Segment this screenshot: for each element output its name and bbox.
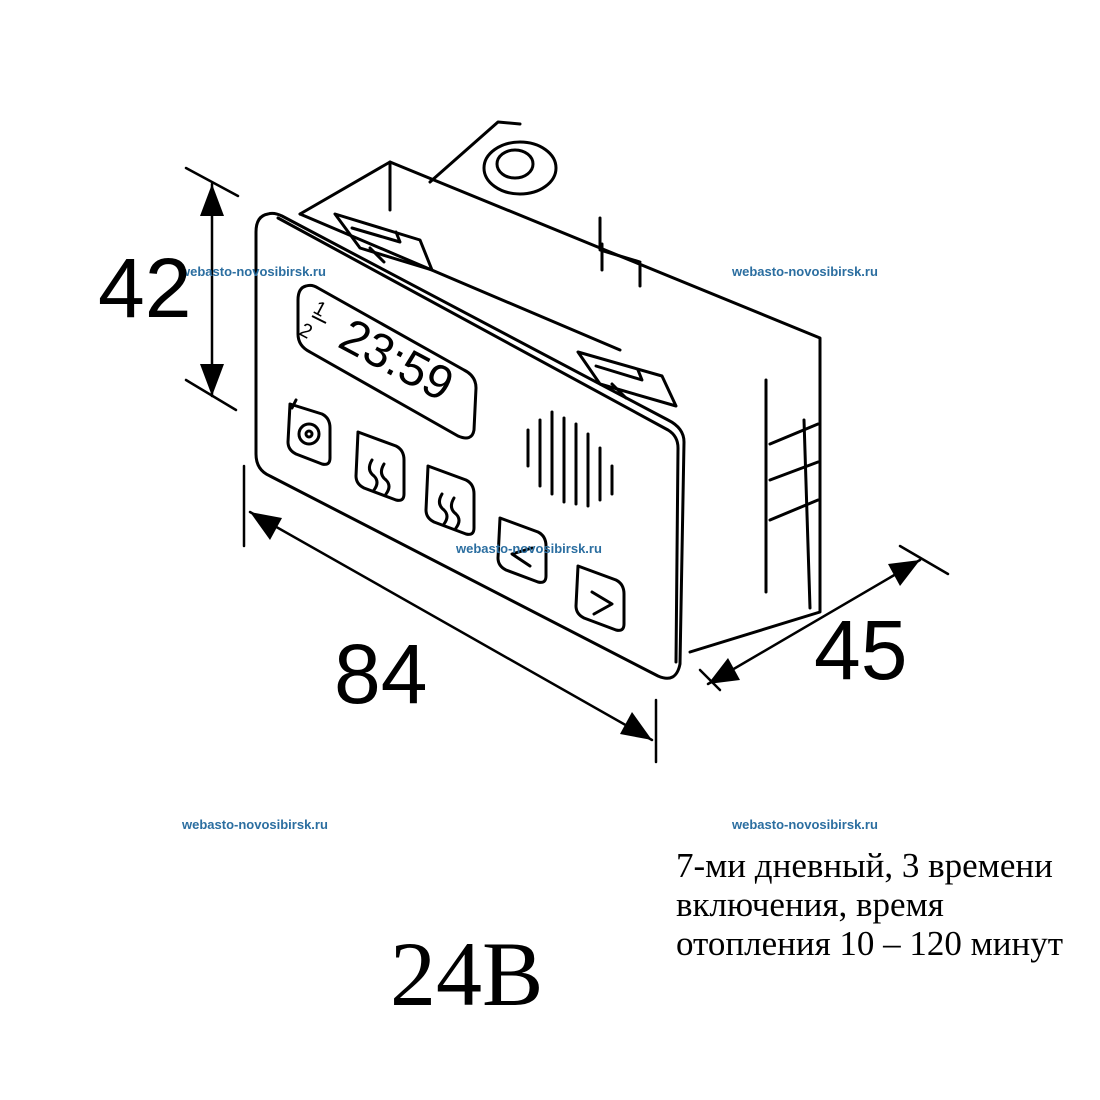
voltage-label: 24В: [390, 923, 544, 1025]
arrow-height-bottom-icon: [200, 364, 224, 396]
watermark: webasto-novosibirsk.ru: [180, 264, 326, 279]
watermark: webasto-novosibirsk.ru: [732, 817, 878, 832]
heat-2-button-icon[interactable]: [424, 464, 476, 536]
arrow-depth-right-icon: [888, 560, 920, 586]
lcd-time: 23:59: [331, 309, 462, 412]
arrow-depth-left-icon: [708, 658, 740, 684]
speaker-grille-icon: [526, 410, 614, 508]
dimension-width-line: [242, 464, 658, 764]
back-button-icon[interactable]: [496, 516, 548, 584]
dimension-height-label: 42: [98, 241, 192, 335]
heat-1-button-icon[interactable]: [354, 430, 406, 502]
description-text: 7-ми дневный, 3 времени включения, время…: [676, 846, 1064, 963]
connector-ring-icon: [482, 140, 558, 196]
front-bezel: [254, 211, 686, 680]
lcd-window: [296, 283, 478, 440]
clock-button-icon[interactable]: [286, 398, 332, 466]
watermark: webasto-novosibirsk.ru: [456, 541, 602, 556]
arrow-width-left-icon: [250, 512, 282, 540]
watermark: webasto-novosibirsk.ru: [182, 817, 328, 832]
arrow-width-right-icon: [620, 712, 652, 740]
housing-body: [298, 120, 822, 654]
lcd-channel-1: 1: [310, 297, 330, 322]
dimension-height-line: [184, 166, 240, 412]
arrow-height-top-icon: [200, 184, 224, 216]
dimension-depth-label: 45: [814, 603, 908, 697]
forward-button-icon[interactable]: [574, 564, 626, 632]
dimension-width-label: 84: [334, 627, 428, 721]
mounting-clip-left-icon: [333, 212, 434, 272]
watermark: webasto-novosibirsk.ru: [732, 264, 878, 279]
dimension-depth-line: [698, 544, 950, 692]
